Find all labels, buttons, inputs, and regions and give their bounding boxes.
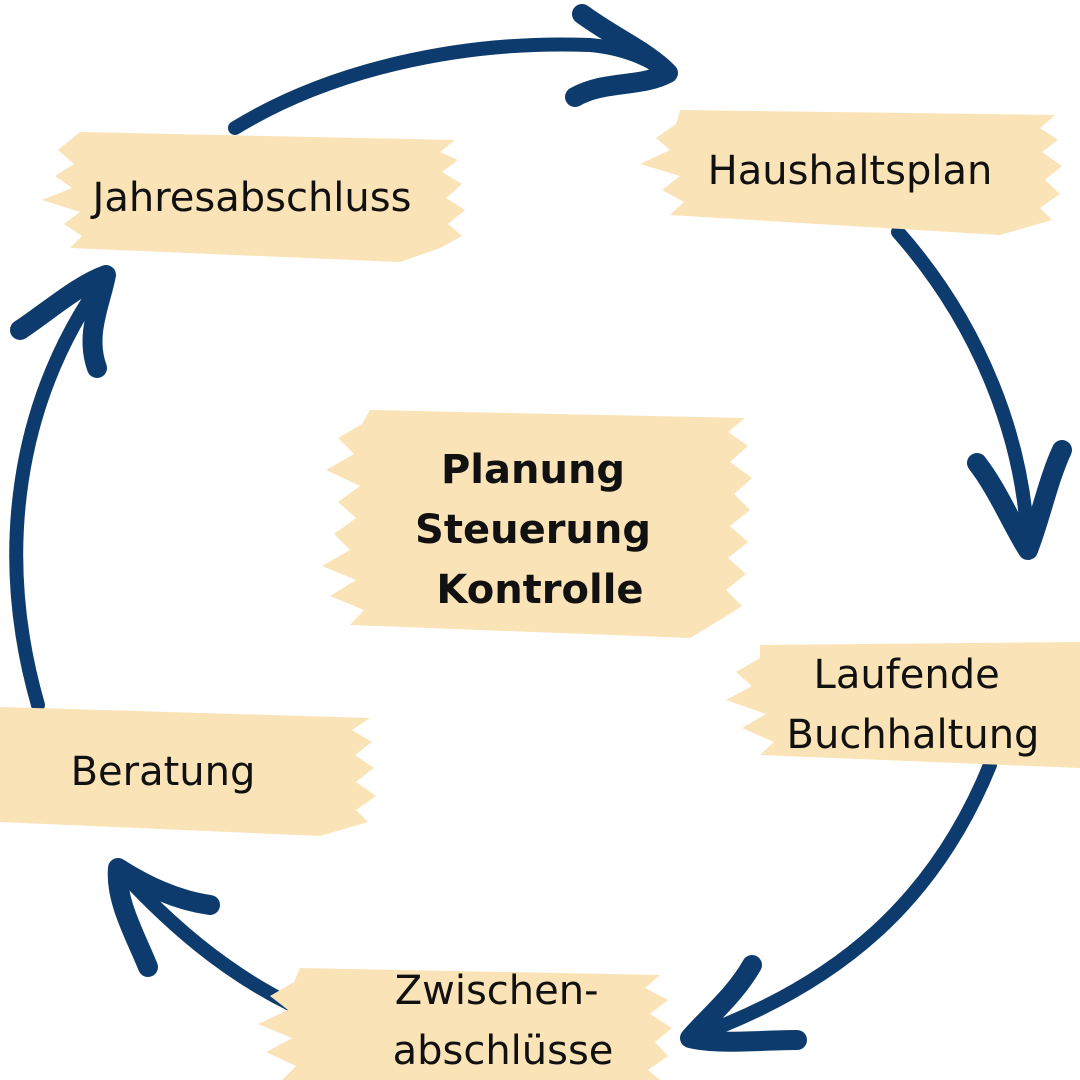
- arrow-head-icon: [680, 955, 807, 1052]
- highlight-laufende-buchhaltung: [726, 642, 1080, 768]
- center-label: Planung Steuerung Kontrolle: [415, 447, 665, 613]
- label-line: Zwischen-: [395, 968, 599, 1014]
- highlight-center: [322, 410, 752, 638]
- highlight-zwischenabschluesse: [258, 968, 672, 1080]
- cycle-arrows: [9, 4, 1072, 1052]
- label-line: Buchhaltung: [787, 712, 1040, 758]
- center-line-planung: Planung: [441, 447, 625, 493]
- label-line: Beratung: [71, 749, 256, 795]
- label-beratung: Beratung: [71, 749, 256, 795]
- arrow-head-icon: [967, 440, 1072, 560]
- highlight-haushaltsplan: [640, 110, 1062, 235]
- labels: Jahresabschluss Haushaltsplan Planung St…: [71, 148, 1040, 1074]
- label-laufende-buchhaltung: Laufende Buchhaltung: [787, 652, 1040, 758]
- label-jahresabschluss: Jahresabschluss: [90, 175, 412, 221]
- highlight-jahresabschluss: [42, 132, 465, 262]
- arrow-buchhaltung-to-zwischenabschluesse: [683, 758, 997, 1045]
- label-line: Jahresabschluss: [90, 175, 412, 221]
- arrow-haushaltsplan-to-buchhaltung: [891, 225, 1035, 557]
- label-zwischenabschluesse: Zwischen- abschlüsse: [393, 968, 614, 1074]
- arrow-head-icon: [107, 858, 220, 977]
- arrow-head-icon: [10, 265, 116, 378]
- center-line-kontrolle: Kontrolle: [436, 567, 643, 613]
- highlight-beratung: [0, 707, 376, 836]
- label-line: Haushaltsplan: [708, 148, 993, 194]
- arrow-head-icon: [565, 4, 678, 107]
- label-line: abschlüsse: [393, 1028, 614, 1074]
- arrow-beratung-to-jahresabschluss: [9, 268, 113, 712]
- highlight-strokes: [0, 110, 1080, 1080]
- label-line: Laufende: [814, 652, 1000, 698]
- center-line-steuerung: Steuerung: [415, 507, 651, 553]
- label-haushaltsplan: Haushaltsplan: [708, 148, 993, 194]
